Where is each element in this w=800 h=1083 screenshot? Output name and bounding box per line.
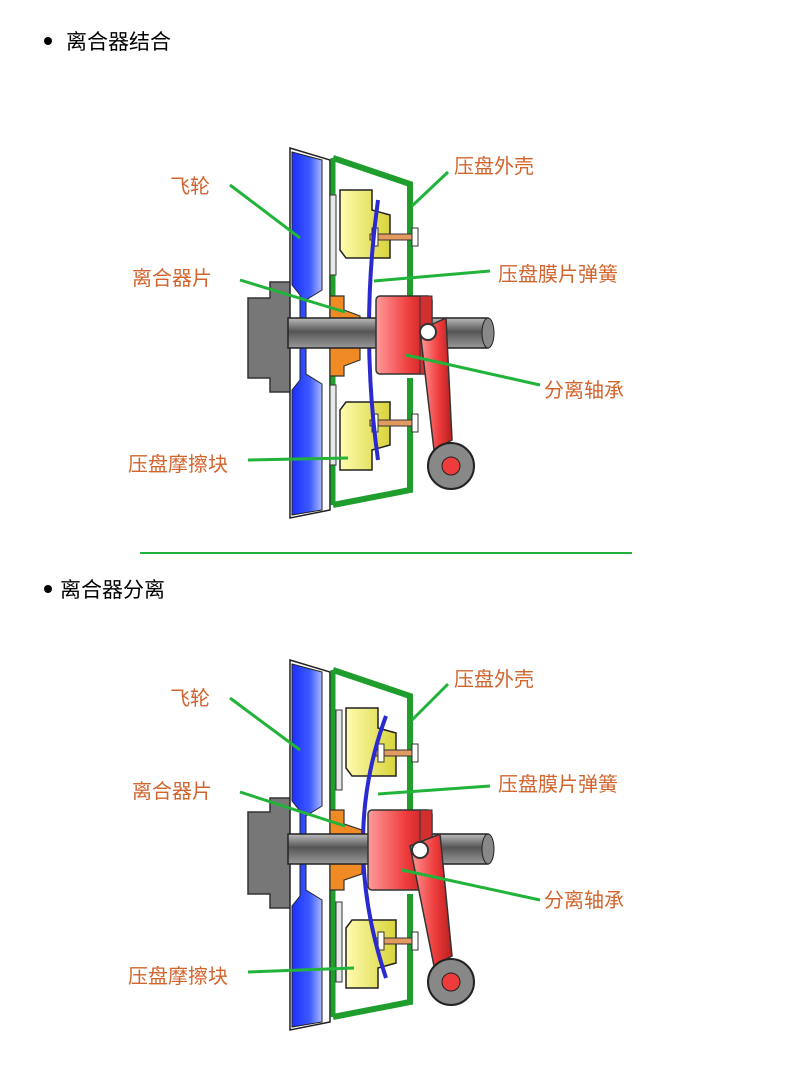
section-divider bbox=[140, 552, 632, 554]
bullet-icon bbox=[44, 37, 52, 45]
section-title-text: 离合器分离 bbox=[60, 578, 165, 602]
clutch-disengaged-diagram bbox=[229, 658, 541, 1031]
clutch-engaged-diagram bbox=[229, 146, 541, 519]
label-clutch-disc: 离合器片 bbox=[132, 266, 212, 290]
release-fork bbox=[409, 832, 453, 968]
leader-flywheel bbox=[229, 183, 301, 240]
flywheel-blue bbox=[291, 151, 323, 516]
leader-diaphragm-spring bbox=[373, 269, 491, 283]
bullet-icon bbox=[44, 585, 52, 593]
leader-diaphragm-spring bbox=[377, 784, 491, 796]
leader-housing bbox=[410, 170, 450, 208]
leader-housing bbox=[410, 682, 450, 722]
friction-block-upper bbox=[339, 189, 391, 259]
friction-block-lower bbox=[339, 401, 391, 471]
label-pressure-plate-housing: 压盘外壳 bbox=[454, 667, 534, 691]
section-title-disengaged: 离合器分离 bbox=[44, 574, 165, 604]
leader-release-bearing bbox=[401, 868, 541, 902]
label-diaphragm-spring: 压盘膜片弹簧 bbox=[498, 262, 618, 286]
pressure-plate-housing-shape bbox=[332, 155, 413, 508]
leader-flywheel bbox=[229, 696, 301, 752]
label-flywheel: 飞轮 bbox=[170, 174, 210, 198]
leader-clutch-disc bbox=[239, 278, 346, 314]
label-release-bearing: 分离轴承 bbox=[544, 888, 624, 912]
leader-friction-block bbox=[247, 456, 349, 462]
leader-clutch-disc bbox=[239, 790, 346, 828]
section-title-engaged: 离合器结合 bbox=[44, 26, 171, 56]
crank-hub bbox=[247, 797, 293, 909]
label-flywheel: 飞轮 bbox=[170, 686, 210, 710]
section-title-text: 离合器结合 bbox=[66, 30, 171, 54]
label-diaphragm-spring: 压盘膜片弹簧 bbox=[498, 772, 618, 796]
leader-friction-block bbox=[247, 966, 355, 974]
label-clutch-disc: 离合器片 bbox=[132, 779, 212, 803]
release-fork bbox=[419, 316, 453, 452]
label-friction-block: 压盘摩擦块 bbox=[128, 964, 228, 988]
leader-release-bearing bbox=[405, 353, 541, 387]
label-pressure-plate-housing: 压盘外壳 bbox=[454, 154, 534, 178]
pressure-plate-housing-shape bbox=[332, 667, 413, 1020]
crank-hub bbox=[247, 281, 293, 393]
label-friction-block: 压盘摩擦块 bbox=[128, 452, 228, 476]
label-release-bearing: 分离轴承 bbox=[544, 378, 624, 402]
